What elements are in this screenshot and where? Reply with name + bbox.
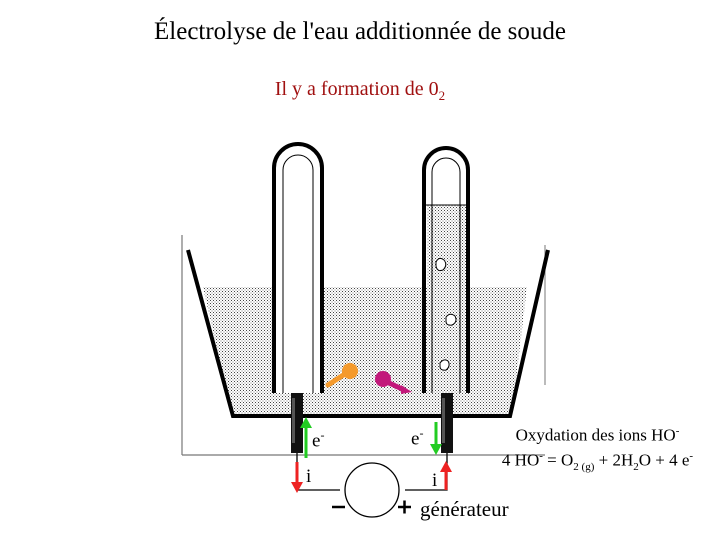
electron-arrow-right [430, 422, 442, 455]
electrolyte-solution [203, 287, 527, 414]
generator-symbol [332, 462, 411, 518]
oxidation-equation: Oxydation des ions HO- 4 HO- = O2 (g) + … [475, 421, 720, 477]
generator-label: générateur [420, 497, 509, 521]
electron-arrow-left [300, 417, 312, 458]
hydroxide-ion-orange [325, 363, 358, 388]
subtitle: Il y a formation de 02 [274, 78, 446, 103]
electron-label-left: e- [312, 428, 325, 452]
gas-bubbles [435, 257, 457, 371]
oxidation-reaction: 4 HO- = O2 (g) + 2H2O + 4 e- [501, 449, 694, 473]
current-label-left: i [306, 466, 312, 487]
anode-electrode [441, 393, 453, 453]
electron-label-right: e- [411, 426, 424, 450]
page-title: Électrolyse de l'eau additionnée de soud… [154, 18, 566, 45]
left-test-tube [272, 142, 324, 393]
cathode-electrode [291, 393, 303, 453]
right-test-tube [422, 146, 470, 393]
current-label-right: i [432, 470, 438, 491]
current-arrow-left [291, 462, 303, 493]
beaker [186, 249, 550, 418]
current-arrow-right [440, 461, 452, 490]
hydroxide-ion-magenta [375, 371, 412, 394]
oxidation-title: Oxydation des ions HO- [515, 425, 680, 445]
